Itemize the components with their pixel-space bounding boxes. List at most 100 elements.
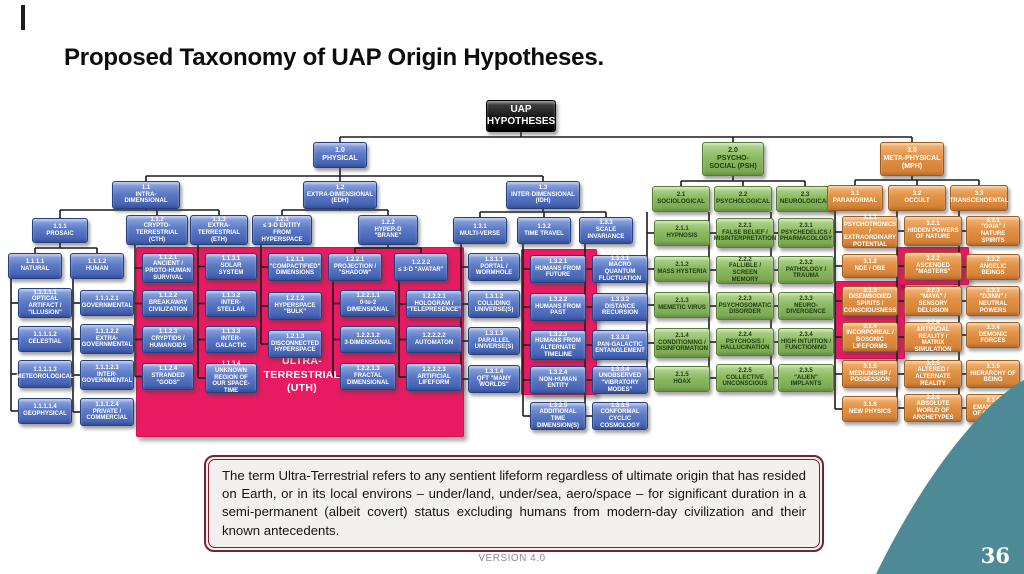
node-number: 2.2.5: [738, 367, 752, 374]
node-label: INTER-STELLAR: [217, 300, 245, 313]
node-number: 1.2.2.2.2: [422, 332, 446, 339]
node-label: "GAIA" / NATURE SPIRITS: [980, 224, 1006, 244]
node-label: MEDIUMSHIP / POSSESSION: [849, 370, 891, 384]
node-label: HIERARCHY OF BEING: [970, 370, 1016, 384]
node-label: OCCULT: [904, 197, 930, 204]
node-label: 0-to-2 DIMENSIONAL: [347, 300, 389, 313]
node-number: 1.3.3.3: [610, 334, 630, 341]
node-number: 1.2.1.3: [285, 333, 305, 340]
node-number: 1.1.3.1: [221, 256, 241, 263]
node-label: ALTERED / ALTERNATE REALITY: [915, 367, 951, 387]
node-label: HYPERSPACE "BULK": [274, 302, 316, 316]
node-1.2.1.1: 1.2.1.1"COMPACTIFIED" DIMENSIONS: [268, 253, 322, 281]
node-number: 1.1: [141, 183, 151, 191]
note-text: The term Ultra-Terrestrial refers to any…: [222, 468, 806, 538]
node-label: PSYCHOSIS / HALLUCINATION: [720, 338, 770, 352]
node-label: INTER-GOVERNMENTAL: [81, 371, 133, 385]
node-label: UNOBSERVED "VIBRATORY MODES": [598, 373, 642, 393]
node-label: PRIVATE / COMMERCIAL: [86, 408, 128, 422]
node-number: 1.3.1: [473, 223, 487, 230]
node-number: 1.3.2.4: [548, 369, 568, 376]
node-number: 1.1.1.1.4: [33, 404, 57, 411]
node-label: ABSOLUTE WORLD OF ARCHETYPES: [912, 401, 954, 421]
node-number: 1.1.2.4: [158, 366, 178, 373]
node-2.3.5: 2.3.5"ALIEN" IMPLANTS: [778, 364, 834, 392]
node-label: PORTAL / WORMHOLE: [475, 263, 513, 277]
node-3.2.3: 3.2.3"MAYA" / SENSORY DELUSION: [904, 286, 962, 316]
node-number: 1.3.3.4: [610, 366, 630, 373]
node-label: HUMANS FROM ALTERNATE TIMELINE: [535, 338, 581, 358]
node-number: 1.3.3.2: [610, 296, 630, 303]
node-number: 3.3.5: [986, 363, 1000, 370]
node-number: 2.1.1: [675, 226, 689, 233]
node-number: 1.3.3: [599, 220, 613, 227]
node-label: ASCENDED "MASTERS": [915, 262, 951, 276]
node-label: INTER-DIMENSIONAL (IDH): [511, 190, 575, 205]
node-label: EXTRA-TERRESTRIAL (ETH): [198, 223, 240, 243]
node-number: 2.2.1: [738, 222, 752, 229]
node-number: 2.1.3: [675, 298, 689, 305]
node-number: 1.3.3.1: [610, 255, 630, 262]
node-uap-hypotheses: UAP HYPOTHESES: [486, 100, 556, 132]
node-label: CRYPTO-TERRESTRIAL (CTH): [136, 223, 178, 243]
node-label: TRANSCENDENTAL: [949, 197, 1009, 204]
node-number: 3.1.3: [863, 287, 877, 294]
node-label: PSYCHOLOGICAL: [716, 198, 770, 205]
note-inner-border: The term Ultra-Terrestrial refers to any…: [208, 459, 820, 548]
node-label: MULTI-VERSE: [459, 230, 501, 237]
node-number: 2.0: [728, 147, 738, 155]
node-label: HOLOGRAM / "TELEPRESENCE": [406, 300, 462, 314]
node-label: EMANATIONS OF GODHEAD: [972, 404, 1014, 418]
node-label: ≤ 3-D ENTITY FROM HYPERSPACE: [261, 223, 303, 243]
node-label: "ALIEN" IMPLANTS: [790, 374, 822, 388]
node-3.3.1: 3.3.1"GAIA" / NATURE SPIRITS: [966, 216, 1020, 246]
node-label: NEW PHYSICS: [848, 409, 891, 415]
node-number: 3.1.2: [863, 259, 877, 266]
node-label: PATHOLOGY / TRAUMA: [785, 266, 827, 280]
node-number: 1.2.1: [275, 216, 289, 223]
node-label: QFT "MANY WORLDS": [476, 375, 512, 389]
node-label: HYPNOSIS: [666, 233, 698, 239]
node-number: 2.1.5: [675, 372, 689, 379]
node-label: ANGELIC BEINGS: [979, 263, 1007, 277]
node-label: EXTRA-GOVERNMENTAL: [81, 335, 133, 349]
node-label: INTRA-DIMENSIONAL: [124, 190, 168, 205]
node-label: DISTANCE RECURSION: [601, 303, 638, 317]
node-label: HYPER-D "BRANE": [374, 226, 402, 240]
node-label: ≤ 3-D "AVATAR": [398, 267, 444, 273]
node-number: 1.0: [335, 147, 345, 155]
node-number: 1.1.3.4: [221, 361, 241, 368]
node-number: 1.1.1.2.4: [95, 401, 119, 408]
node-label: ARTIFICIAL LIFEFORM: [417, 373, 451, 387]
node-number: 1.3.2: [537, 223, 551, 230]
